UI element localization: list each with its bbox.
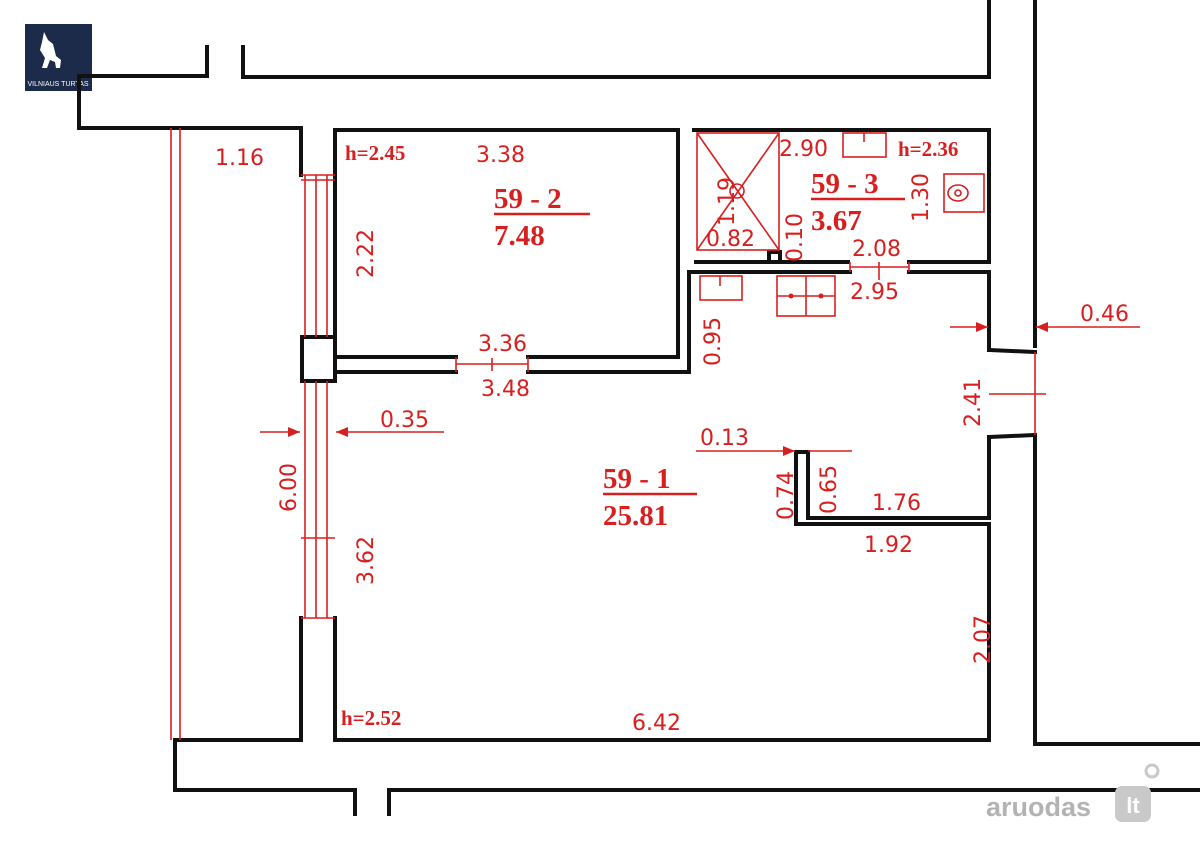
dim-label: 2.90: [779, 137, 828, 162]
dim-label: 1.16: [215, 146, 264, 171]
dim-label: 3.38: [476, 143, 525, 168]
logo-text: VILNIAUS TURTAS: [27, 81, 88, 88]
wall-corridor-bottom: [173, 616, 303, 742]
wall-left-corridor: [77, 74, 303, 177]
room-1-label: 59 - 1 25.81: [603, 463, 697, 532]
watermark-badge: [1115, 786, 1151, 822]
dim-label: 1.30: [909, 173, 934, 222]
room-2-id: 59 - 2: [494, 183, 562, 215]
wall-room1-right: [907, 270, 991, 352]
dim-label: 6.42: [632, 711, 681, 736]
wall-top-left: [77, 45, 209, 78]
dimension-lines: [260, 322, 1140, 456]
dim-label: 0.10: [783, 213, 808, 262]
dim-label: 2.41: [961, 378, 986, 427]
dim-label: 0.46: [1080, 302, 1129, 327]
wall-bath-bottom: [526, 270, 852, 374]
room-3-id: 59 - 3: [811, 168, 879, 200]
door-jamb-top: [986, 347, 1038, 355]
dim-label: 0.65: [817, 465, 842, 514]
room-3-label: 59 - 3 3.67: [811, 168, 905, 237]
ceiling-height-room-3: h=2.36: [898, 137, 958, 161]
wolf-icon: [40, 32, 61, 68]
dim-label: 6.00: [277, 463, 302, 512]
watermark-suffix: lt: [1126, 793, 1140, 818]
room-3-area: 3.67: [811, 205, 862, 237]
watermark-text: aruodas: [986, 792, 1091, 822]
watermark-dot-icon: [1144, 763, 1160, 779]
room-2-area: 7.48: [494, 220, 545, 252]
dim-label: 0.74: [774, 471, 799, 520]
watermark: aruodas lt: [986, 763, 1160, 822]
company-logo: VILNIAUS TURTAS: [25, 24, 92, 91]
dim-label: 3.36: [478, 332, 527, 357]
room-1-id: 59 - 1: [603, 463, 671, 495]
dimension-labels: 1.16 3.38 3.36 3.48 2.90 0.82 2.08 2.95 …: [215, 137, 1129, 736]
wall-bath-top: [692, 128, 991, 264]
wall-top-right: [241, 0, 991, 79]
dim-label: 2.08: [852, 237, 901, 262]
dim-label: 3.48: [481, 377, 530, 402]
dim-label: 0.82: [706, 227, 755, 252]
wall-right-lower: [1033, 436, 1200, 746]
door-jamb-bottom: [986, 432, 1038, 440]
shower-icon: [696, 132, 780, 251]
stove-icon: [776, 275, 836, 317]
wall-room1-outline: [333, 435, 991, 742]
dim-label: 1.92: [864, 533, 913, 558]
ceiling-height-room-2: h=2.45: [345, 141, 405, 165]
dim-label: 3.62: [354, 536, 379, 585]
ceiling-height-room-1: h=2.52: [341, 706, 401, 730]
toilet-icon: [943, 173, 985, 213]
dim-label: 1.76: [872, 491, 921, 516]
wall-bottom-left: [173, 738, 357, 816]
wall-room2-outline: [333, 128, 680, 359]
fixtures: [696, 132, 985, 317]
bath-sink-icon: [842, 132, 887, 158]
wall-bath-left: [694, 250, 850, 264]
dim-label: 1.19: [715, 177, 740, 226]
dim-label: 2.07: [971, 615, 996, 664]
dim-label: 0.95: [701, 317, 726, 366]
dim-label: 0.35: [380, 408, 429, 433]
dim-label: 2.22: [354, 229, 379, 278]
wall-bottom-right: [387, 788, 1200, 816]
kitchen-sink-icon: [699, 275, 743, 301]
room-1-area: 25.81: [603, 500, 668, 532]
column: [300, 335, 337, 383]
walls: [77, 0, 1200, 816]
room-2-label: 59 - 2 7.48: [494, 183, 590, 252]
dim-label: 0.13: [700, 426, 749, 451]
dim-label: 2.95: [850, 280, 899, 305]
windows: [170, 128, 1046, 740]
